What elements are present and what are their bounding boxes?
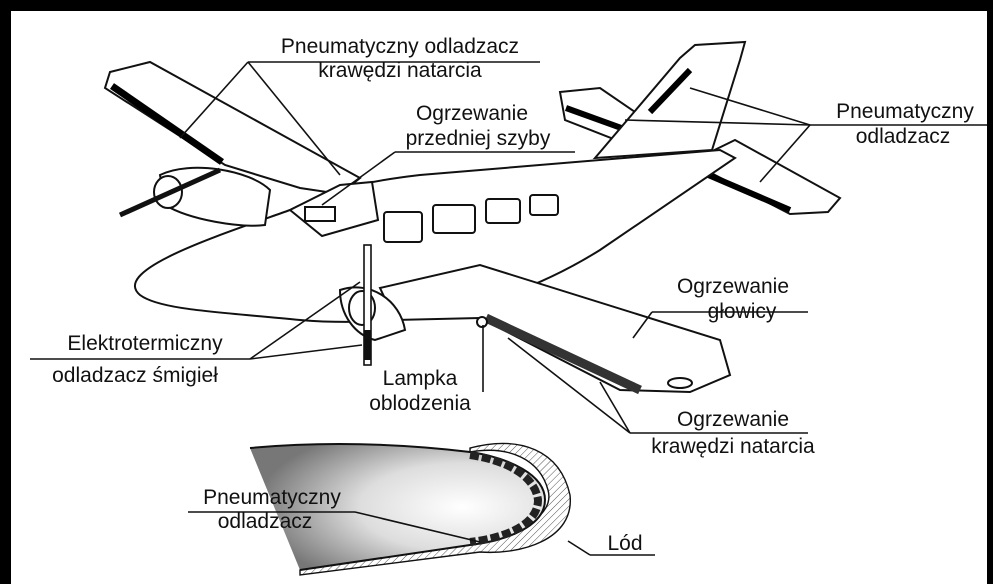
label-propeller-1: Elektrotermiczny — [67, 332, 223, 355]
label-ice-lamp-1: Lampka — [383, 367, 458, 390]
label-tail-boot-2: odladzacz — [856, 125, 951, 148]
label-leading-heat-2: krawędzi natarcia — [651, 435, 815, 458]
label-leading-heat-1: Ogrzewanie — [677, 408, 789, 431]
label-ice-lamp-2: oblodzenia — [369, 392, 471, 415]
label-windshield-1: Ogrzewanie — [416, 102, 528, 125]
ice-lamp — [477, 317, 487, 327]
label-leading-edge-boot-1: Pneumatyczny odladzacz — [281, 35, 519, 58]
windshield-heater — [305, 207, 335, 221]
label-windshield-2: przedniej szyby — [406, 127, 551, 150]
label-pitot-2: głowicy — [708, 300, 777, 323]
label-propeller-2: odladzacz śmigieł — [52, 364, 218, 387]
label-ice: Lód — [607, 532, 642, 555]
label-profile-boot-2: odladzacz — [218, 510, 313, 533]
label-profile-boot-1: Pneumatyczny — [203, 486, 341, 509]
label-leading-edge-boot-2: krawędzi natarcia — [318, 59, 482, 82]
label-tail-boot-1: Pneumatyczny — [836, 100, 974, 123]
label-pitot-1: Ogrzewanie — [677, 275, 789, 298]
